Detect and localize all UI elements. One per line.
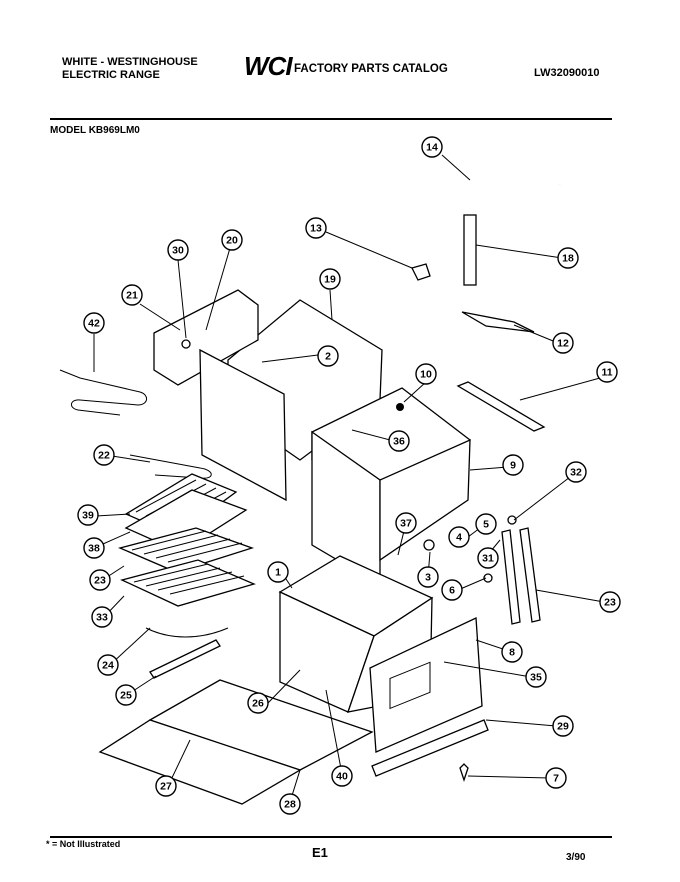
callout-23: 23 bbox=[599, 591, 621, 613]
callout-label: 20 bbox=[226, 235, 238, 247]
callout-40: 40 bbox=[331, 765, 353, 787]
callout-label: 37 bbox=[400, 518, 412, 530]
callout-29: 29 bbox=[552, 715, 574, 737]
model-label: MODEL KB969LM0 bbox=[50, 125, 140, 136]
callout-36: 36 bbox=[388, 430, 410, 452]
callout-label: 28 bbox=[284, 799, 296, 811]
callout-12: 12 bbox=[552, 332, 574, 354]
callout-5: 5 bbox=[475, 513, 497, 535]
callout-label: 31 bbox=[482, 553, 494, 565]
callout-23: 23 bbox=[89, 569, 111, 591]
callout-label: 18 bbox=[562, 253, 574, 265]
brand-line-1: WHITE - WESTINGHOUSE bbox=[62, 56, 198, 68]
callout-6: 6 bbox=[441, 579, 463, 601]
callout-label: 40 bbox=[336, 771, 348, 783]
callout-26: 26 bbox=[247, 692, 269, 714]
callout-label: 7 bbox=[553, 773, 559, 785]
footnote: * = Not Illustrated bbox=[46, 839, 121, 849]
callout-37: 37 bbox=[395, 512, 417, 534]
callout-4: 4 bbox=[448, 526, 470, 548]
callout-22: 22 bbox=[93, 444, 115, 466]
callout-8: 8 bbox=[501, 641, 523, 663]
callout-14: 14 bbox=[421, 136, 443, 158]
callout-label: 12 bbox=[557, 338, 569, 350]
callout-32: 32 bbox=[565, 461, 587, 483]
callout-label: 9 bbox=[510, 460, 516, 472]
callout-10: 10 bbox=[415, 363, 437, 385]
callout-25: 25 bbox=[115, 684, 137, 706]
callout-33: 33 bbox=[91, 606, 113, 628]
callout-label: 1 bbox=[275, 567, 281, 579]
callout-label: 22 bbox=[98, 450, 110, 462]
callout-label: 19 bbox=[324, 274, 336, 286]
callout-label: 6 bbox=[449, 585, 455, 597]
page-code: E1 bbox=[312, 845, 328, 860]
callout-label: 2 bbox=[325, 351, 331, 363]
header-rule bbox=[50, 118, 612, 120]
revision-date: 3/90 bbox=[566, 852, 586, 863]
footer-rule bbox=[50, 836, 612, 838]
callout-label: 42 bbox=[88, 318, 100, 330]
callout-3: 3 bbox=[417, 566, 439, 588]
callout-label: 32 bbox=[570, 467, 582, 479]
callout-label: 39 bbox=[82, 510, 94, 522]
callout-label: 5 bbox=[483, 519, 489, 531]
wci-logo: WCI bbox=[244, 51, 293, 81]
callout-42: 42 bbox=[83, 312, 105, 334]
catalog-number: LW32090010 bbox=[534, 67, 600, 79]
callout-38: 38 bbox=[83, 537, 105, 559]
callout-label: 11 bbox=[601, 367, 612, 379]
callout-19: 19 bbox=[319, 268, 341, 290]
callout-label: 21 bbox=[126, 290, 138, 302]
callout-9: 9 bbox=[502, 454, 524, 476]
callout-27: 27 bbox=[155, 775, 177, 797]
callout-label: 4 bbox=[456, 532, 462, 544]
callout-13: 13 bbox=[305, 217, 327, 239]
callout-24: 24 bbox=[97, 654, 119, 676]
brand-line-2: ELECTRIC RANGE bbox=[62, 69, 160, 81]
callout-label: 30 bbox=[172, 245, 184, 257]
callout-1: 1 bbox=[267, 561, 289, 583]
callout-label: 27 bbox=[160, 781, 172, 793]
callout-31: 31 bbox=[477, 547, 499, 569]
catalog-title: FACTORY PARTS CATALOG bbox=[294, 63, 448, 75]
callout-7: 7 bbox=[545, 767, 567, 789]
callout-30: 30 bbox=[167, 239, 189, 261]
callout-21: 21 bbox=[121, 284, 143, 306]
callout-35: 35 bbox=[525, 666, 547, 688]
callout-label: 10 bbox=[420, 369, 432, 381]
callout-label: 25 bbox=[120, 690, 132, 702]
callout-label: 29 bbox=[557, 721, 569, 733]
oven-parts-illustration bbox=[59, 179, 562, 805]
leader-lines bbox=[93, 154, 605, 803]
callout-2: 2 bbox=[317, 345, 339, 367]
callout-label: 38 bbox=[88, 543, 100, 555]
callout-20: 20 bbox=[221, 229, 243, 251]
callout-39: 39 bbox=[77, 504, 99, 526]
callout-label: 26 bbox=[252, 698, 264, 710]
callout-label: 3 bbox=[425, 572, 431, 584]
callout-11: 11 bbox=[596, 361, 618, 383]
callout-label: 23 bbox=[94, 575, 106, 587]
callout-label: 13 bbox=[310, 223, 322, 235]
callout-label: 24 bbox=[102, 660, 114, 672]
callout-label: 33 bbox=[96, 612, 108, 624]
callout-label: 35 bbox=[530, 672, 542, 684]
callout-label: 36 bbox=[393, 436, 405, 448]
callout-28: 28 bbox=[279, 793, 301, 815]
callout-label: 23 bbox=[604, 597, 616, 609]
callout-18: 18 bbox=[557, 247, 579, 269]
callout-label: 14 bbox=[426, 142, 438, 154]
callout-label: 8 bbox=[509, 647, 515, 659]
